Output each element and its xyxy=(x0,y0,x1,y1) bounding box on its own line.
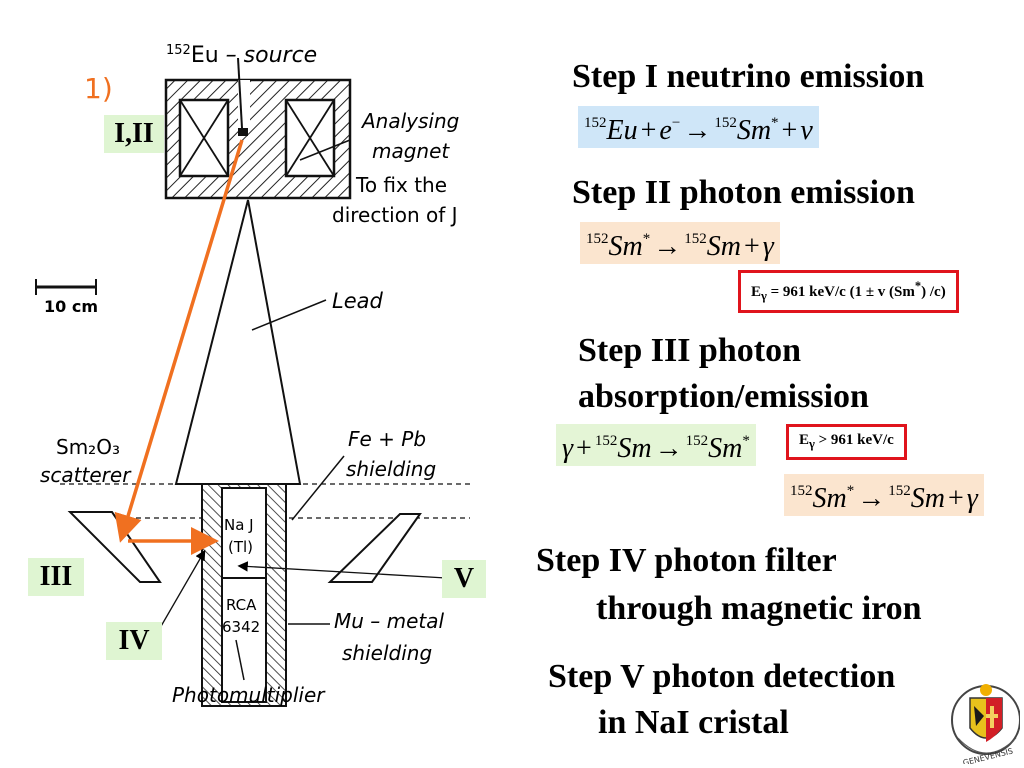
eq1-electron-charge: − xyxy=(671,115,681,131)
scatterer-label-1: Sm₂O₃ xyxy=(56,435,120,459)
label-iv: IV xyxy=(106,622,162,660)
step-4-title-1: Step IV photon filter xyxy=(536,542,837,579)
equation-2: 152Sm*→152Sm+γ xyxy=(580,222,780,264)
analysing-magnet xyxy=(164,57,352,200)
eq1-plus-1: + xyxy=(640,115,657,146)
scatterer-label-2: scatterer xyxy=(40,463,132,487)
lead-label: Lead xyxy=(332,289,383,313)
eq2-plus: + xyxy=(743,231,760,262)
energy1-star: * xyxy=(914,279,922,293)
eq4-gamma: γ xyxy=(966,483,978,514)
step-2-title: Step II photon emission xyxy=(572,174,915,211)
eq1-sm: Sm xyxy=(736,115,772,146)
source-label: 152Eu – source xyxy=(166,43,317,68)
label-i-ii: I,II xyxy=(104,115,164,153)
step-5-title-1: Step V photon detection xyxy=(548,658,896,695)
crystal-label-1: Na J xyxy=(224,516,254,534)
source-element: Eu xyxy=(191,43,219,68)
eq3-sm-2: Sm xyxy=(708,433,743,464)
energy2-text: > 961 keV/c xyxy=(814,432,894,448)
equation-1: 152Eu+e−→152Sm*+ν xyxy=(578,106,819,148)
eq3-gamma: γ xyxy=(562,433,574,464)
eq2-gamma: γ xyxy=(762,231,774,262)
source-mass: 152 xyxy=(166,43,191,58)
eq4-plus: + xyxy=(947,483,964,514)
panel-number: 1) xyxy=(84,72,113,105)
pm-label: Photomultiplier xyxy=(172,683,326,707)
eq3-sm-1: Sm xyxy=(617,433,652,464)
crystal-label-2: (Tl) xyxy=(228,538,253,556)
label-iii: III xyxy=(28,558,84,596)
eq2-star: * xyxy=(642,231,651,247)
energy2-e: E xyxy=(799,432,810,448)
label-v: V xyxy=(442,560,486,598)
step-4-title-2: through magnetic iron xyxy=(596,590,922,627)
eq1-nu: ν xyxy=(800,115,813,146)
university-seal-logo: GENEVENSIS xyxy=(951,684,1020,764)
eq1-arrow: → xyxy=(683,115,712,146)
eq1-mass-2: 152 xyxy=(714,115,737,131)
eq2-sm-1: Sm xyxy=(608,231,643,262)
eq2-arrow: → xyxy=(653,231,682,262)
eq2-mass-1: 152 xyxy=(586,231,609,247)
scatterer-left xyxy=(67,511,162,583)
eq3-mass-1: 152 xyxy=(594,433,618,449)
energy1-e: E xyxy=(751,284,762,300)
eq4-arrow: → xyxy=(857,483,886,514)
eq3-arrow: → xyxy=(654,433,683,464)
energy1-end: ) /c) xyxy=(921,284,946,300)
step-5-title-2: in NaI cristal xyxy=(598,704,789,741)
eq3-mass-2: 152 xyxy=(685,433,709,449)
eq2-sm-2: Sm xyxy=(706,231,741,262)
step-3-title-2: absorption/emission xyxy=(578,378,869,415)
eq1-mass-1: 152 xyxy=(584,115,607,131)
fix-label-1: To fix the xyxy=(355,173,447,197)
eq3-plus: + xyxy=(576,433,592,464)
eq1-star: * xyxy=(771,115,779,131)
eq4-mass-1: 152 xyxy=(790,483,813,499)
eq4-star: * xyxy=(846,483,855,499)
gamma-path-arrow-1 xyxy=(114,139,244,543)
scale-bar: 10 cm xyxy=(35,279,98,316)
eq1-eu: Eu xyxy=(606,115,638,146)
equation-3: γ+152Sm→152Sm* xyxy=(556,424,756,466)
mu-label-1: Mu – metal xyxy=(334,609,445,633)
apparatus-diagram: 1) 152Eu – source Analysing magnet To fi… xyxy=(35,43,470,707)
eq1-plus-2: + xyxy=(781,115,798,146)
energy1-gamma: γ xyxy=(761,289,767,303)
eq4-sm-2: Sm xyxy=(910,483,945,514)
eq4-sm-1: Sm xyxy=(812,483,847,514)
tube-label-1: RCA xyxy=(226,596,257,614)
fix-label-2: direction of J xyxy=(332,203,458,227)
energy-box-2: Eγ > 961 keV/c xyxy=(786,424,907,460)
eq1-electron: e xyxy=(659,115,672,146)
magnet-label-1: Analysing xyxy=(360,109,459,133)
energy-box-1: Eγ = 961 keV/c (1 ± v (Sm*) /c) xyxy=(738,270,959,313)
energy1-text: = 961 keV/c (1 ± v (Sm xyxy=(766,284,915,300)
tube-label-2: 6342 xyxy=(222,618,260,636)
step-1-title: Step I neutrino emission xyxy=(572,58,925,95)
eq2-mass-2: 152 xyxy=(684,231,707,247)
detector-column: Na J (Tl) RCA 6342 xyxy=(201,483,287,707)
magnet-label-2: magnet xyxy=(372,139,450,163)
shield-label-1: Fe + Pb xyxy=(348,427,426,451)
step-3-title-1: Step III photon xyxy=(578,332,801,369)
mu-label-2: shielding xyxy=(342,641,432,665)
scatterer-right xyxy=(327,513,422,583)
eq4-mass-2: 152 xyxy=(888,483,911,499)
shield-label-2: shielding xyxy=(346,457,436,481)
scale-label: 10 cm xyxy=(44,297,98,316)
eq3-star: * xyxy=(742,433,750,449)
source-rest: – source xyxy=(219,43,318,68)
energy2-gamma: γ xyxy=(809,437,815,451)
lead-cone xyxy=(174,199,302,485)
equation-4: 152Sm*→152Sm+γ xyxy=(784,474,984,516)
